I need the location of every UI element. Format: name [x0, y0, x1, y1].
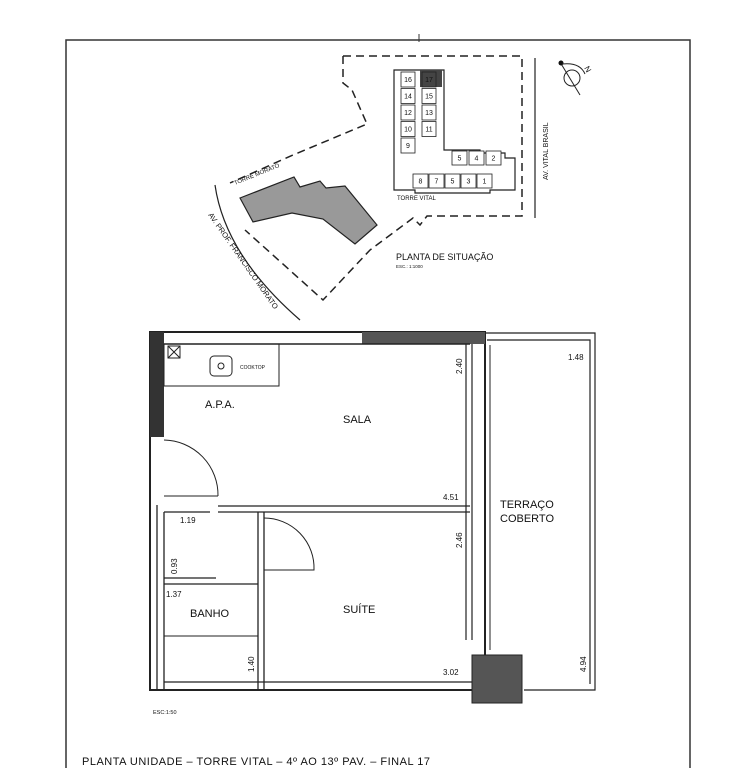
- room-label-suite: SUÍTE: [343, 603, 375, 616]
- unit-number: 17: [425, 77, 433, 84]
- svg-text:N: N: [582, 65, 593, 75]
- units-top-row: 5 4 2: [451, 150, 502, 166]
- unit-cell: [421, 88, 437, 104]
- unit-cell: [421, 104, 437, 121]
- unit-cell: [444, 173, 461, 189]
- unit-cell: [451, 150, 468, 166]
- wall-top-solid: [362, 332, 485, 344]
- sheet-border: [65, 39, 691, 768]
- dim-hall-height: 0.93: [170, 558, 179, 574]
- room-label-apa: A.P.A.: [205, 399, 235, 411]
- tower-morato-label: TORRE MORATO: [234, 163, 281, 187]
- tower-vital-label: TORRE VITAL: [397, 196, 436, 202]
- unit-cell: [468, 150, 485, 166]
- lot-boundary: [229, 55, 523, 302]
- unit-cell: [400, 121, 416, 137]
- units-left-column: 16 14 12 10 9: [400, 71, 416, 154]
- site-plan-scale: ESC.: 1:1000: [396, 264, 423, 269]
- street-label-morato: AV. PROF. FRANCISCO MORATO: [206, 211, 280, 311]
- units-bottom-row: 8 7 5 3 1: [412, 173, 493, 189]
- room-label-terraco: TERRAÇO: [500, 499, 554, 511]
- unit-cell: [412, 173, 429, 189]
- unit-cell: [421, 121, 437, 137]
- unit-number: 16: [404, 77, 412, 84]
- street-line-morato: [214, 184, 301, 321]
- cooktop-label: COOKTOP: [240, 365, 266, 371]
- unit-cell: [400, 104, 416, 121]
- unit-number: 14: [404, 94, 412, 101]
- unit-number: 10: [404, 127, 412, 134]
- unit-cell: [476, 173, 493, 189]
- unit-cell: [428, 173, 445, 189]
- units-right-column: 17 15 13 11: [421, 71, 437, 137]
- kitchen-counter: [163, 343, 280, 387]
- unit-cell: [485, 150, 502, 166]
- unit-cell: [460, 173, 477, 189]
- dim-hall-width: 1.19: [180, 516, 196, 525]
- unit-cell: [400, 88, 416, 104]
- unit-number: 5: [451, 179, 455, 186]
- unit-number: 9: [406, 143, 410, 150]
- unit-number: 13: [425, 110, 433, 117]
- north-arrow-icon: N: [558, 60, 593, 96]
- unit-number: 8: [419, 179, 423, 186]
- room-label-banho: BANHO: [190, 608, 230, 620]
- unit-cell: [421, 71, 437, 88]
- room-label-sala: SALA: [343, 414, 372, 426]
- dim-banho-width: 1.37: [166, 590, 182, 599]
- room-label-coberto: COBERTO: [500, 513, 554, 525]
- unit-number: 5: [458, 156, 462, 163]
- dim-suite-width: 3.02: [443, 668, 459, 677]
- unit-number: 3: [467, 179, 471, 186]
- unit-cell: [400, 137, 416, 154]
- unit-number: 1: [483, 179, 487, 186]
- unit-number: 4: [475, 156, 479, 163]
- torre-morato-footprint: [239, 176, 378, 245]
- unit-number: 15: [425, 94, 433, 101]
- dim-sala-width: 4.51: [443, 493, 459, 502]
- dim-terrace-length: 4.94: [579, 656, 588, 672]
- unit-number: 11: [425, 127, 432, 134]
- site-plan-title: PLANTA DE SITUAÇÃO: [396, 252, 493, 262]
- wall-left-solid: [150, 332, 164, 437]
- site-plan: 16 14 12 10 9 17 15 13 11 5 4 2 8 7 5 3 1 TORRE VITAL…: [206, 55, 593, 321]
- unit-cell: [400, 71, 416, 88]
- footer-title: PLANTA UNIDADE – TORRE VITAL – 4º AO 13º…: [82, 756, 431, 768]
- dim-terrace-width: 1.48: [568, 353, 584, 362]
- unit-plan: COOKTOP A.P.A. SALA SUÍTE BANHO TERRAÇO …: [149, 331, 596, 716]
- dim-suite-height: 2.46: [455, 532, 464, 548]
- cooktop-icon: [209, 355, 233, 377]
- unit-plan-scale: ESC:1:50: [153, 710, 177, 716]
- dim-sala-height: 2.40: [455, 358, 464, 374]
- terrace-column: [471, 654, 523, 704]
- street-label-vital-brasil: AV. VITAL BRASIL: [543, 122, 550, 180]
- dim-banho-height: 1.40: [247, 656, 256, 672]
- unit-number: 2: [492, 156, 496, 163]
- unit-number: 12: [404, 110, 412, 117]
- unit-number: 7: [435, 179, 439, 186]
